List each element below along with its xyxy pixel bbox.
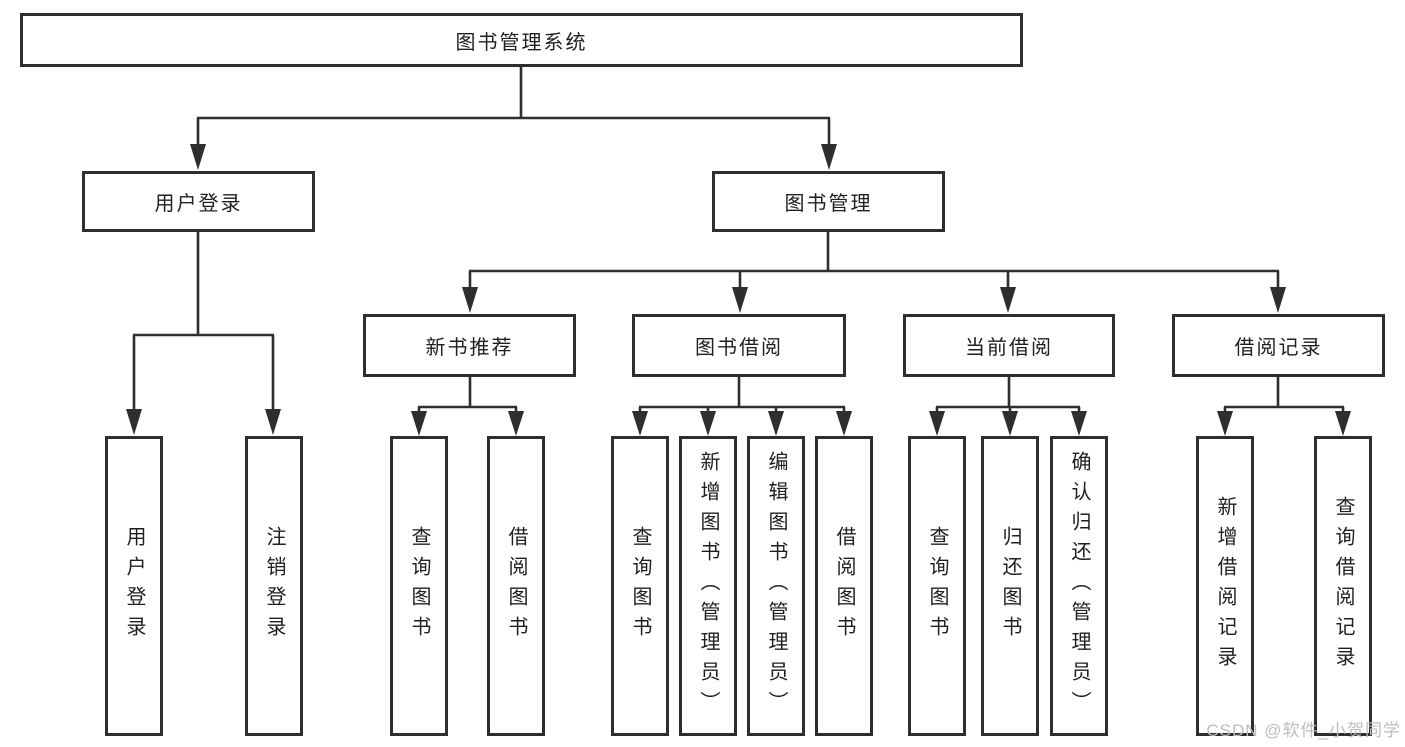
leaf-return-books: 归还图书 xyxy=(981,436,1039,736)
leaf-query-books-current: 查询图书 xyxy=(908,436,966,736)
leaf-edit-book-admin: 编辑图书（管理员） xyxy=(747,436,805,736)
node-current-borrow: 当前借阅 xyxy=(903,314,1115,377)
node-book-management: 图书管理 xyxy=(712,171,945,232)
leaf-query-books-borrow: 查询图书 xyxy=(611,436,669,736)
leaf-query-borrow-record: 查询借阅记录 xyxy=(1314,436,1372,736)
leaf-user-login-label: 用户登录 xyxy=(123,526,145,646)
node-borrow-records-label: 借阅记录 xyxy=(1234,337,1323,359)
leaf-query-books-recommend-label: 查询图书 xyxy=(408,526,430,646)
leaf-add-borrow-record: 新增借阅记录 xyxy=(1196,436,1254,736)
leaf-query-books-current-label: 查询图书 xyxy=(926,526,948,646)
node-new-book-recommend: 新书推荐 xyxy=(363,314,576,377)
leaf-borrow-books: 借阅图书 xyxy=(815,436,873,736)
node-library-system-label: 图书管理系统 xyxy=(455,31,588,54)
leaf-add-borrow-record-label: 新增借阅记录 xyxy=(1214,496,1236,676)
leaf-borrow-books-recommend-label: 借阅图书 xyxy=(505,526,527,646)
node-user-login-label: 用户登录 xyxy=(154,193,243,215)
leaf-borrow-books-recommend: 借阅图书 xyxy=(487,436,545,736)
leaf-borrow-books-label: 借阅图书 xyxy=(833,526,855,646)
leaf-query-books-borrow-label: 查询图书 xyxy=(629,526,651,646)
leaf-add-book-admin-label: 新增图书（管理员） xyxy=(697,451,719,721)
leaf-logout-label: 注销登录 xyxy=(263,526,285,646)
leaf-query-borrow-record-label: 查询借阅记录 xyxy=(1332,496,1354,676)
node-library-system: 图书管理系统 xyxy=(20,13,1023,67)
watermark: CSDN @软件_小贺同学 xyxy=(1206,721,1401,740)
leaf-query-books-recommend: 查询图书 xyxy=(390,436,448,736)
leaf-confirm-return-admin: 确认归还（管理员） xyxy=(1050,436,1108,736)
leaf-return-books-label: 归还图书 xyxy=(999,526,1021,646)
leaf-confirm-return-admin-label: 确认归还（管理员） xyxy=(1068,451,1090,721)
node-book-management-label: 图书管理 xyxy=(784,193,873,215)
node-borrow-records: 借阅记录 xyxy=(1172,314,1385,377)
node-current-borrow-label: 当前借阅 xyxy=(965,337,1053,359)
leaf-logout: 注销登录 xyxy=(245,436,303,736)
node-book-borrow: 图书借阅 xyxy=(632,314,846,377)
leaf-add-book-admin: 新增图书（管理员） xyxy=(679,436,737,736)
leaf-user-login: 用户登录 xyxy=(105,436,163,736)
node-user-login: 用户登录 xyxy=(82,171,315,232)
node-new-book-recommend-label: 新书推荐 xyxy=(425,337,514,359)
leaf-edit-book-admin-label: 编辑图书（管理员） xyxy=(765,451,787,721)
node-book-borrow-label: 图书借阅 xyxy=(695,337,783,359)
